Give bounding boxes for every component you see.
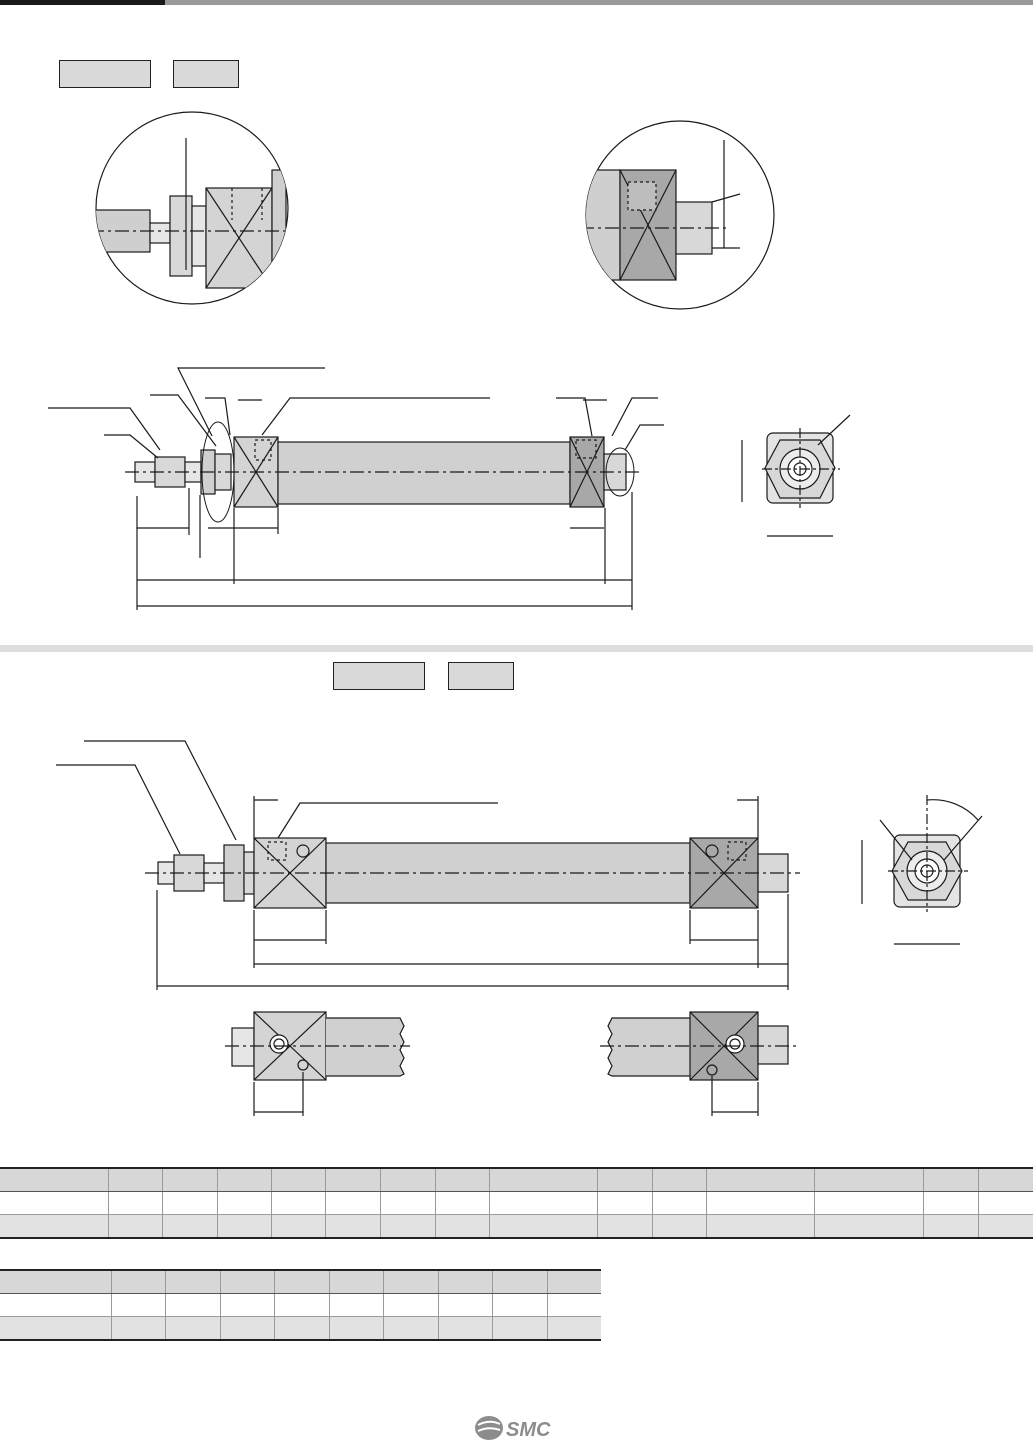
cylinder-end-view-2: [861, 795, 983, 945]
table-row: [0, 1316, 601, 1341]
table-header-row: [0, 1270, 601, 1294]
cylinder-side-view-1: [48, 367, 664, 610]
series-tag-1: [59, 60, 151, 88]
smc-logo-text: SMC: [506, 1419, 551, 1441]
section-divider: [0, 645, 1033, 652]
table-row: [0, 1191, 1033, 1215]
section-1-drawing: [48, 111, 851, 610]
table-row: [0, 1214, 1033, 1239]
port-detail-left: [225, 1011, 410, 1116]
header-bar-dark: [0, 0, 165, 5]
cylinder-side-view-2: [56, 740, 800, 990]
detail-circle-head-end: [585, 120, 775, 310]
smc-logo: SMC: [474, 1414, 564, 1442]
section-2-drawing: [56, 740, 983, 1116]
table-row: [0, 1293, 601, 1317]
dimension-table-upper: [0, 1167, 1033, 1239]
series-tag-3: [333, 662, 425, 690]
series-tag-2: [173, 60, 239, 88]
header-bar-grey: [165, 0, 1033, 5]
port-detail-right: [600, 1011, 800, 1116]
table-header-row: [0, 1168, 1033, 1192]
series-tag-4: [448, 662, 514, 690]
cylinder-end-view-1: [741, 414, 851, 537]
dimension-table-lower: [0, 1269, 601, 1341]
smc-logo-mark-icon: SMC: [475, 1416, 551, 1441]
detail-circle-rod-end: [95, 111, 289, 305]
